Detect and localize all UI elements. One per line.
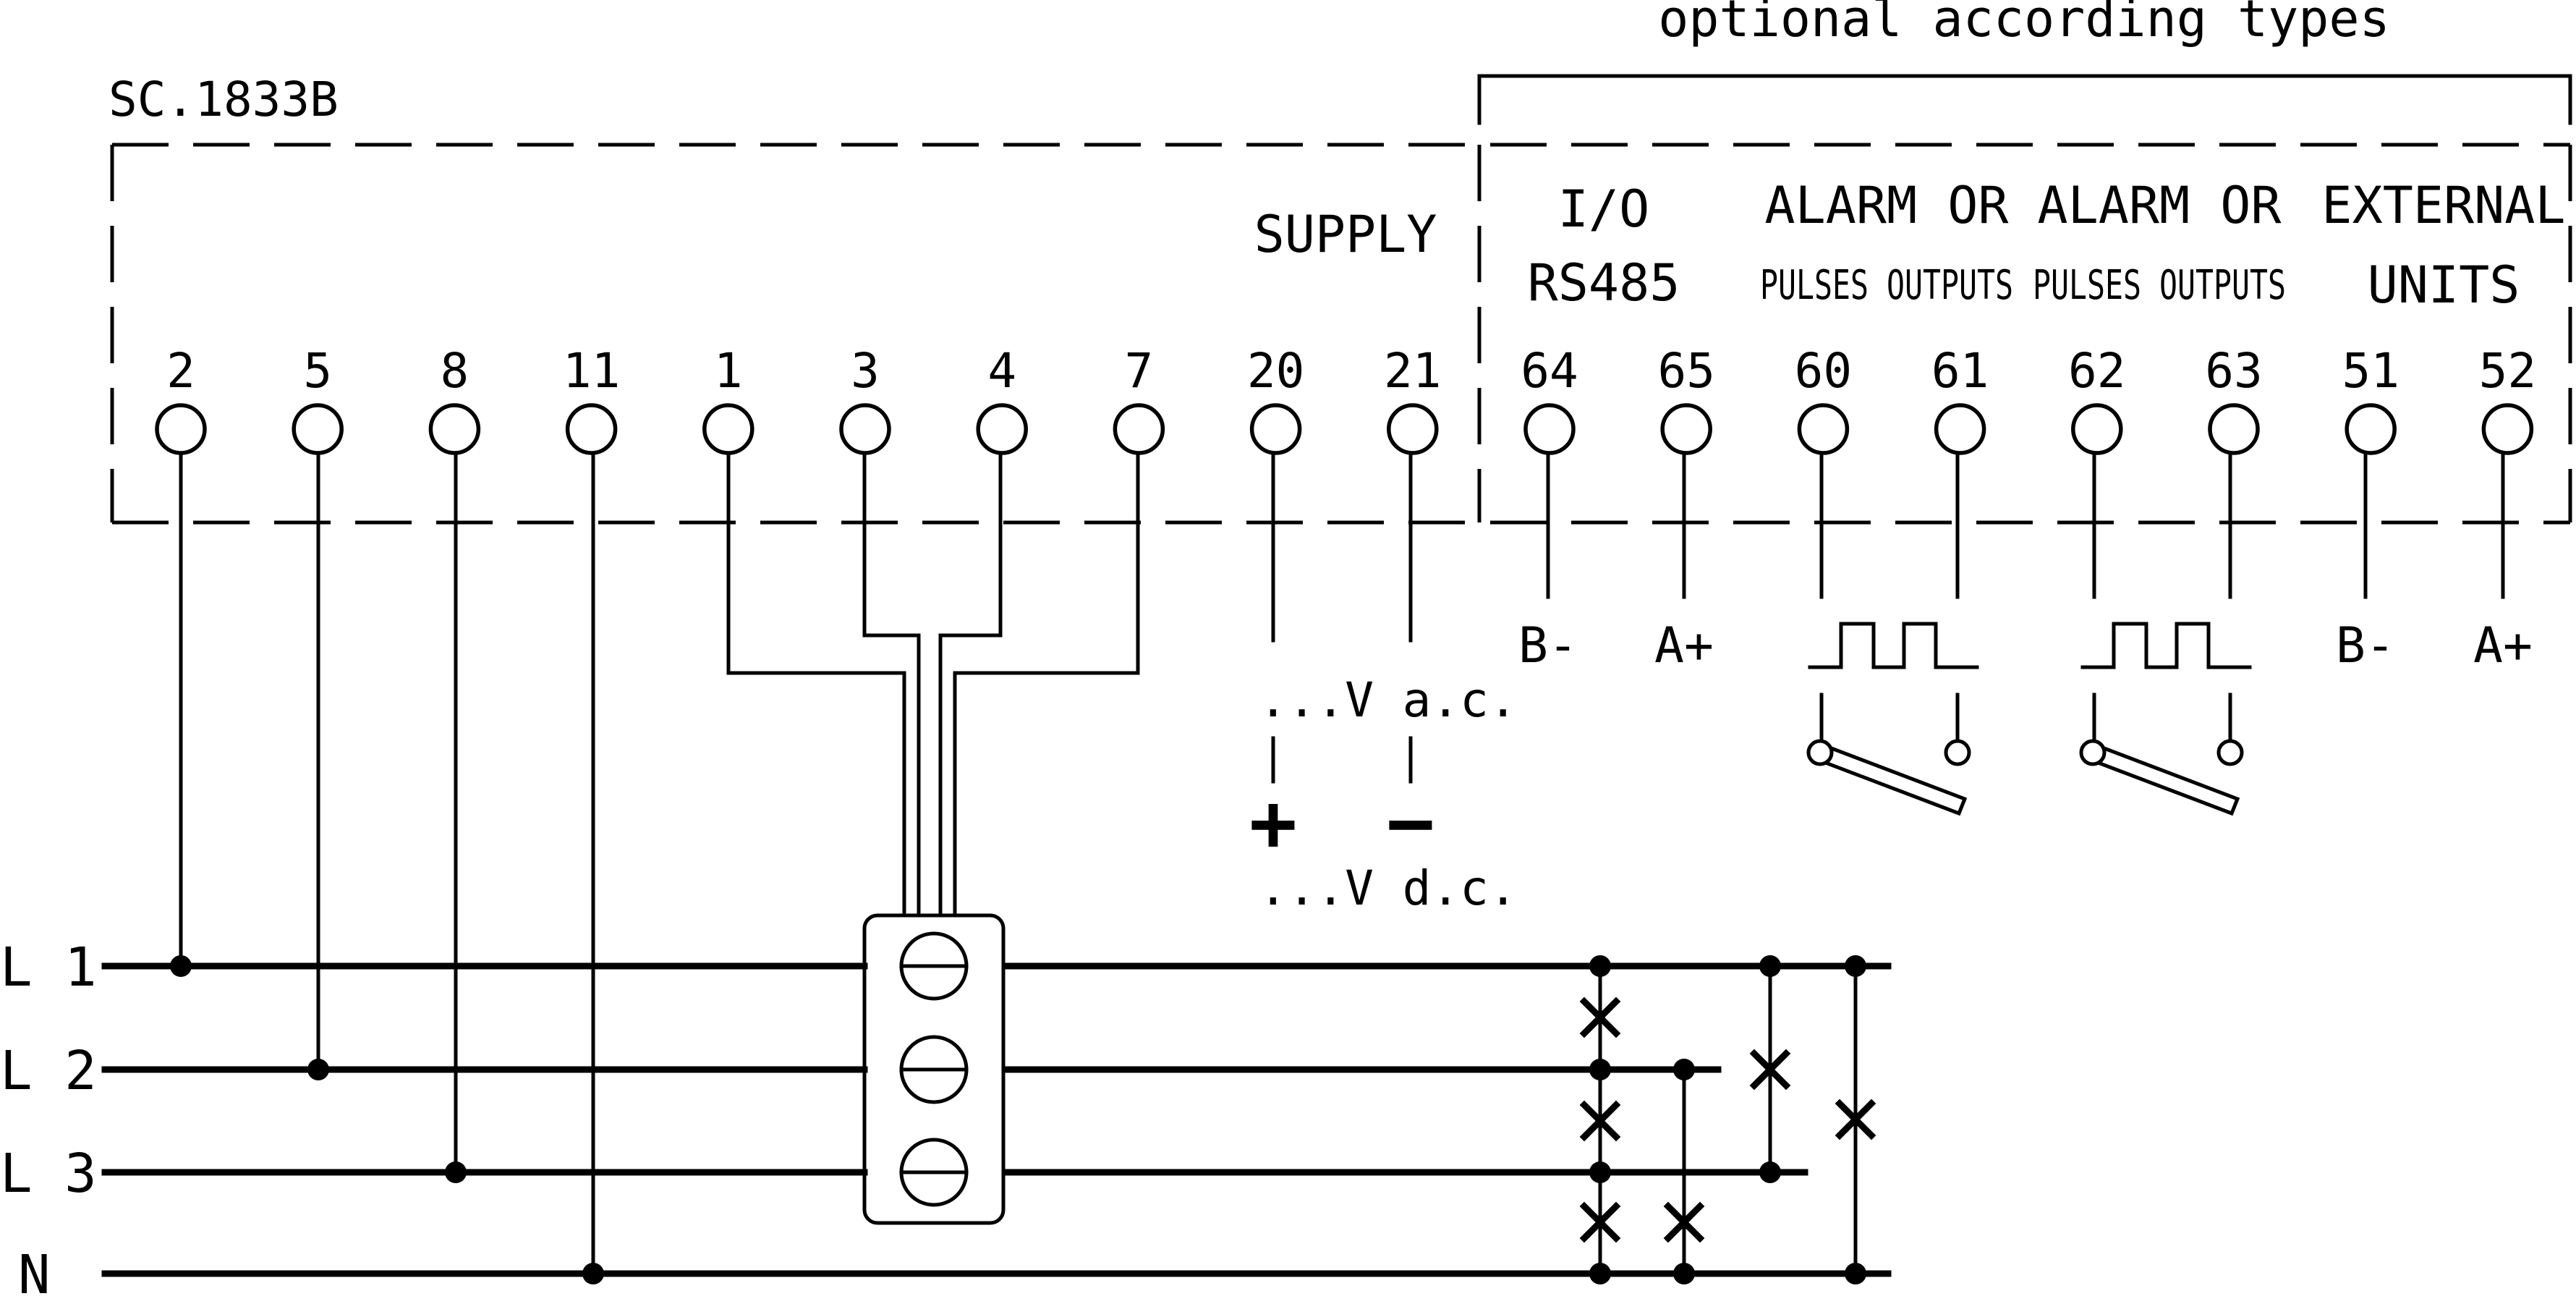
bus-stubs — [1546, 451, 2505, 599]
terminal-circle-icon — [2481, 403, 2534, 455]
line-label-l1: L 1 — [0, 936, 97, 999]
terminal-number: 21 — [1384, 343, 1441, 399]
terminal-circle-icon — [292, 403, 344, 455]
supply-section-label: SUPPLY — [1254, 205, 1437, 264]
junction-dot-icon — [1589, 1059, 1611, 1080]
terminal-circle-icon — [2345, 403, 2397, 455]
terminal-circle-icon — [2071, 403, 2123, 455]
terminal-number: 65 — [1657, 343, 1714, 399]
rs485-section-label: RS485 — [1528, 253, 1680, 313]
fuse-cross-icon — [1835, 1098, 1876, 1140]
terminal-number: 52 — [2479, 343, 2536, 399]
phase-lines — [101, 962, 1892, 1277]
junction-dot-icon — [1759, 1161, 1781, 1183]
terminal-circle-icon — [839, 403, 891, 455]
terminal-circle-icon — [1660, 403, 1712, 455]
external-a-label: A+ — [2473, 617, 2533, 674]
terminal-number: 4 — [987, 343, 1016, 399]
model-label: SC.1833B — [109, 72, 339, 127]
relay-switch-icon — [1806, 739, 1971, 816]
terminal-circle-icon — [702, 403, 754, 455]
pulse-waveform-icon — [1808, 622, 1979, 669]
junction-dot-icon — [1759, 955, 1781, 977]
terminal-circle-icon — [1249, 403, 1302, 455]
pulse-waveform-icon — [2080, 622, 2252, 669]
terminal-circle-icon — [1934, 403, 1986, 455]
terminal-number: 51 — [2342, 343, 2399, 399]
fuse-cross-icon — [1579, 1100, 1621, 1142]
junction-dot-icon — [582, 1263, 604, 1284]
alarm1-section-label: ALARM OR — [1764, 176, 2009, 235]
terminal-circle-icon — [976, 403, 1028, 455]
fuse-cross-icon — [1579, 996, 1621, 1038]
terminal-circle-icon — [1797, 403, 1850, 455]
rs485-a-label: A+ — [1654, 617, 1714, 674]
junction-dot-icon — [1589, 1161, 1611, 1183]
external-section-label: EXTERNAL — [2321, 176, 2565, 235]
terminal-number: 20 — [1247, 343, 1304, 399]
junction-dot-icon — [1845, 955, 1866, 977]
fuse-network — [1579, 955, 1876, 1284]
alarm-output-2 — [2079, 451, 2252, 816]
meter-enclosure-outline — [110, 143, 2572, 525]
terminal-circle-icon — [565, 403, 618, 455]
alarm2-pulses-label: PULSES OUTPUTS — [2033, 262, 2286, 309]
terminal-number: 2 — [166, 343, 195, 399]
junction-dot-icon — [1673, 1059, 1695, 1080]
voltage-taps — [170, 451, 604, 1284]
fuse-cross-icon — [1749, 1049, 1791, 1091]
terminal-circle-icon — [1523, 403, 1576, 455]
terminal-number: 1 — [714, 343, 743, 399]
terminal-number: 64 — [1521, 343, 1578, 399]
supply-dc-label: ...V d.c. — [1259, 860, 1518, 916]
supply-wiring — [1271, 451, 1413, 784]
terminal-circle-icon — [1387, 403, 1439, 455]
terminal-circle-icon — [2208, 403, 2260, 455]
optional-modules-bracket — [1477, 74, 2572, 125]
junction-dot-icon — [1673, 1263, 1695, 1284]
junction-dot-icon — [170, 955, 192, 977]
rs485-b-label: B- — [1518, 617, 1578, 674]
supply-minus-symbol: − — [1387, 776, 1434, 869]
terminal-number: 61 — [1931, 343, 1989, 399]
junction-dot-icon — [307, 1059, 329, 1080]
line-label-l2: L 2 — [0, 1040, 97, 1102]
current-transformer-wiring — [726, 451, 1140, 1225]
relay-switch-icon — [2079, 739, 2244, 816]
io-section-label: I/O — [1558, 179, 1649, 239]
junction-dot-icon — [445, 1161, 467, 1183]
fuse-cross-icon — [1579, 1201, 1621, 1243]
junction-dot-icon — [1589, 1263, 1611, 1284]
fuse-cross-icon — [1663, 1201, 1705, 1243]
terminal-circle-icon — [155, 403, 207, 455]
terminal-number: 11 — [563, 343, 620, 399]
optional-note: optional according types — [1658, 0, 2389, 48]
terminal-number: 7 — [1125, 343, 1154, 399]
junction-dot-icon — [1845, 1263, 1866, 1284]
units-section-label: UNITS — [2368, 255, 2520, 315]
external-b-label: B- — [2336, 617, 2395, 674]
line-label-n: N — [18, 1244, 51, 1304]
terminal-number: 63 — [2205, 343, 2262, 399]
alarm2-section-label: ALARM OR — [2037, 176, 2282, 235]
supply-ac-label: ...V a.c. — [1259, 672, 1518, 728]
terminal-number: 62 — [2068, 343, 2125, 399]
alarm-output-1 — [1806, 451, 1979, 816]
supply-plus-symbol: + — [1249, 776, 1297, 869]
terminal-number: 8 — [441, 343, 469, 399]
terminal-number: 3 — [851, 343, 880, 399]
terminal-circle-icon — [1113, 403, 1165, 455]
line-label-l3: L 3 — [0, 1143, 97, 1205]
junction-dot-icon — [1589, 955, 1611, 977]
terminal-number: 60 — [1795, 343, 1852, 399]
alarm1-pulses-label: PULSES OUTPUTS — [1760, 262, 2013, 309]
terminal-circle-icon — [428, 403, 481, 455]
terminal-number: 5 — [303, 343, 332, 399]
